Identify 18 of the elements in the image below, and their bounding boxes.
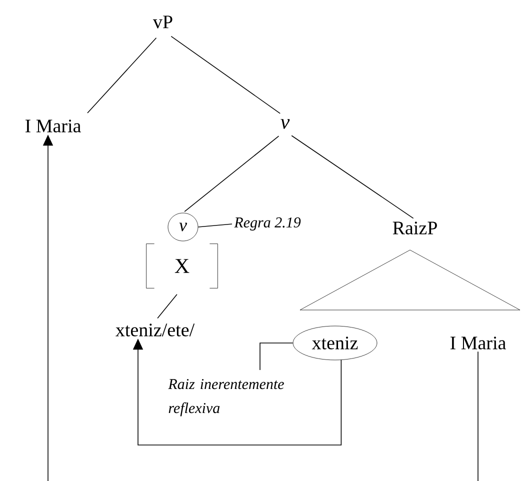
tree-branch xyxy=(87,37,157,114)
tree-label: I Maria xyxy=(450,336,506,350)
tree-branch xyxy=(291,135,414,219)
note-text: Raiz inerentemente reflexiva xyxy=(168,379,284,416)
tree-branch xyxy=(170,36,280,114)
circled-label: xteniz xyxy=(292,326,378,360)
note-text: Regra 2.19 xyxy=(234,217,301,231)
leader-line xyxy=(198,224,232,228)
tree-branch xyxy=(157,294,178,319)
leader-line xyxy=(260,342,294,370)
circled-label: v xyxy=(168,212,198,242)
tree-label: RaizP xyxy=(392,222,437,234)
tree-branch xyxy=(184,136,280,212)
tree-label: xteniz/ete/ xyxy=(116,324,195,336)
tree-label: vP xyxy=(152,16,172,28)
tree-label: v xyxy=(280,119,290,129)
bracketed-feature: X xyxy=(146,244,218,288)
tree-label: I Maria xyxy=(25,120,81,132)
